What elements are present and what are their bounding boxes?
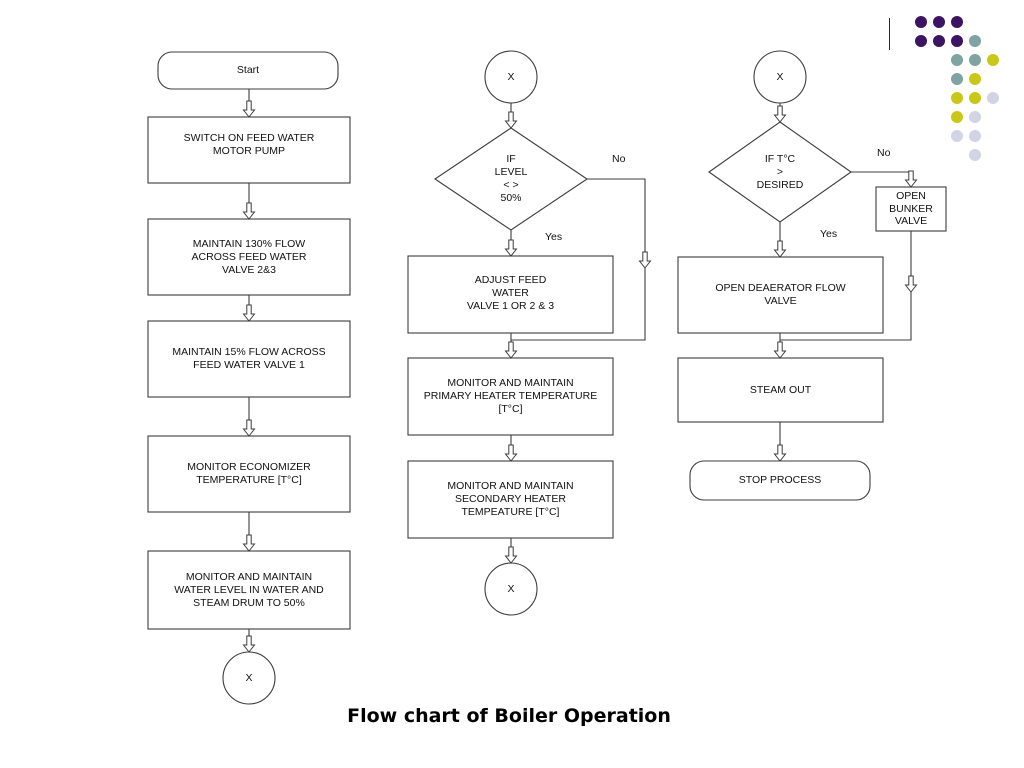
steam-out-label: STEAM OUT bbox=[749, 383, 812, 396]
monitor-secondary-label: MONITOR AND MAINTAIN SECONDARY HEATER TE… bbox=[447, 480, 574, 518]
level-no-label: No bbox=[612, 153, 626, 165]
arrow-down-icon bbox=[773, 105, 787, 123]
arrow-down-icon bbox=[773, 444, 787, 462]
decorative-dot bbox=[987, 92, 999, 104]
arrow-down-icon bbox=[242, 304, 256, 322]
arrow-down-icon bbox=[773, 341, 787, 359]
arrow-down-icon bbox=[242, 635, 256, 653]
level-no-path bbox=[587, 178, 646, 254]
arrow-down-icon bbox=[504, 444, 518, 462]
arrow-down-icon bbox=[504, 239, 518, 257]
arrow-down-icon bbox=[242, 534, 256, 552]
decorative-dot bbox=[969, 54, 981, 66]
decorative-dot bbox=[951, 111, 963, 123]
decorative-dot bbox=[951, 130, 963, 142]
decorative-dot bbox=[951, 16, 963, 28]
level-no-return-path bbox=[511, 268, 646, 341]
connector-x-1-label: X bbox=[245, 671, 253, 684]
decorative-dot bbox=[969, 35, 981, 47]
arrow-down-icon bbox=[773, 240, 787, 258]
temp-no-label: No bbox=[877, 147, 891, 159]
monitor-economizer-label: MONITOR ECONOMIZER TEMPERATURE [T°C] bbox=[187, 461, 311, 486]
arrow-down-icon bbox=[904, 275, 918, 293]
decorative-dot bbox=[969, 73, 981, 85]
arrow-down-icon bbox=[242, 100, 256, 118]
decorative-dot bbox=[951, 54, 963, 66]
maintain-130-label: MAINTAIN 130% FLOW ACROSS FEED WATER VAL… bbox=[191, 237, 307, 276]
decorative-dot bbox=[969, 92, 981, 104]
decorative-dot bbox=[987, 54, 999, 66]
decorative-dot bbox=[969, 111, 981, 123]
decision-level-label: IF LEVEL < > 50% bbox=[494, 153, 528, 204]
monitor-water-level-label: MONITOR AND MAINTAIN WATER LEVEL IN WATE… bbox=[174, 570, 324, 609]
decorative-dot bbox=[951, 92, 963, 104]
arrow-down-icon bbox=[904, 170, 918, 188]
switch-on-pump-label: SWITCH ON FEED WATER MOTOR PUMP bbox=[183, 132, 315, 157]
decorative-dot bbox=[933, 35, 945, 47]
decorative-dot bbox=[933, 16, 945, 28]
arrow-down-icon bbox=[242, 419, 256, 437]
decorative-divider bbox=[889, 18, 890, 50]
bunker-return-path-2 bbox=[780, 292, 912, 341]
arrow-down-icon bbox=[638, 251, 652, 269]
arrow-down-icon bbox=[242, 202, 256, 220]
arrow-down-icon bbox=[504, 341, 518, 359]
monitor-primary-label: MONITOR AND MAINTAIN PRIMARY HEATER TEMP… bbox=[423, 377, 598, 415]
open-deaerator-label: OPEN DEAERATOR FLOW VALVE bbox=[715, 282, 846, 307]
decorative-dot bbox=[969, 149, 981, 161]
arrow-down-icon bbox=[504, 546, 518, 564]
adjust-feed-label: ADJUST FEED WATER VALVE 1 OR 2 & 3 bbox=[466, 273, 555, 312]
caption: Flow chart of Boiler Operation bbox=[347, 705, 671, 727]
open-bunker-label: OPEN BUNKER VALVE bbox=[889, 190, 933, 228]
maintain-15-label: MAINTAIN 15% FLOW ACROSS FEED WATER VALV… bbox=[172, 346, 326, 371]
connector-x-2-label: X bbox=[507, 70, 515, 83]
start-terminal bbox=[157, 51, 339, 90]
connector-x-3-label: X bbox=[507, 582, 515, 595]
decorative-dot bbox=[951, 35, 963, 47]
level-yes-label: Yes bbox=[545, 231, 563, 243]
temp-yes-label: Yes bbox=[820, 228, 838, 240]
decision-temp-label: IF T°C > DESIRED bbox=[756, 152, 804, 191]
decorative-dot bbox=[915, 35, 927, 47]
start-label: Start bbox=[236, 64, 260, 76]
arrow-down-icon bbox=[504, 111, 518, 129]
decorative-dot bbox=[915, 16, 927, 28]
decorative-dot bbox=[969, 130, 981, 142]
stop-process-label: STOP PROCESS bbox=[738, 474, 822, 486]
temp-no-path bbox=[851, 171, 912, 175]
connector-x-4-label: X bbox=[776, 70, 784, 83]
decorative-dot bbox=[951, 73, 963, 85]
